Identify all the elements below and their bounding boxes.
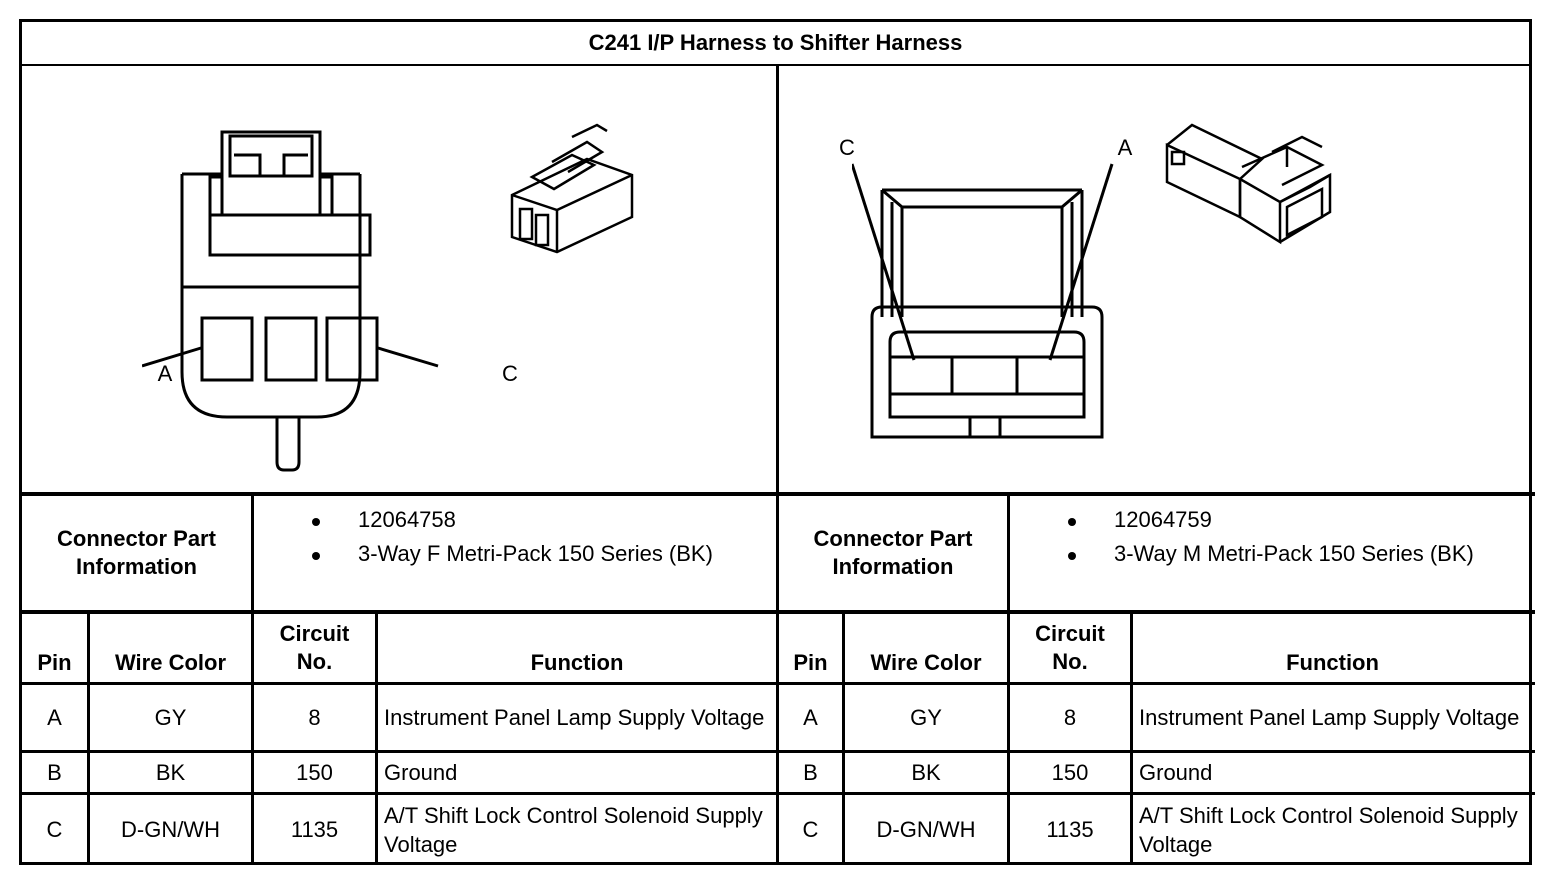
male-connector-face-drawing <box>852 163 1114 439</box>
table-row-a-function-left: Instrument Panel Lamp Supply Voltage <box>384 704 765 730</box>
table-row-a-wire-right: GY <box>910 704 942 730</box>
table-row-b-function-right: Ground <box>1139 759 1213 785</box>
part-number-right: 12064759 <box>1114 507 1212 532</box>
divider-row1 <box>22 750 1535 753</box>
header-pin-right: Pin <box>793 650 828 675</box>
divider-header <box>22 682 1535 685</box>
table-row-a-pin-right: A <box>803 704 818 730</box>
table-row-a-wire-left: GY <box>154 704 187 730</box>
part-info-list-right: 12064759 3-Way M Metri-Pack 150 Series (… <box>1010 496 1532 610</box>
part-description-right: 3-Way M Metri-Pack 150 Series (BK) <box>1114 541 1474 566</box>
connector-part-info-label-right: Connector Part Information <box>813 526 973 579</box>
divider-partinfo <box>22 610 1535 614</box>
table-row-a-circuit-left: 8 <box>308 704 321 730</box>
callout-a-right: A <box>1117 135 1133 160</box>
table-row-c-pin-right: C <box>802 817 819 842</box>
part-number-left: 12064758 <box>358 507 456 532</box>
table-row-a-pin-left: A <box>47 704 62 730</box>
connector-part-info-label-left: Connector Part Information <box>57 526 216 579</box>
female-connector-iso-drawing <box>510 123 634 254</box>
table-row-a-function-right: Instrument Panel Lamp Supply Voltage <box>1139 704 1520 730</box>
table-row-c-pin-left: C <box>46 817 63 842</box>
header-function-left: Function <box>530 650 624 675</box>
table-row-c-circuit-right: 1135 <box>1046 817 1094 842</box>
callout-a-left: A <box>157 361 173 386</box>
connector-table: C241 I/P Harness to Shifter Harness <box>19 19 1535 865</box>
table-row-c-function-left: A/T Shift Lock Control Solenoid Supply V… <box>384 803 763 857</box>
callout-c-right: C <box>839 135 855 160</box>
table-row-b-pin-left: B <box>47 759 62 785</box>
female-connector-face-drawing <box>142 130 439 472</box>
table-row-c-wire-left: D-GN/WH <box>121 817 220 842</box>
part-info-list-left: 12064758 3-Way F Metri-Pack 150 Series (… <box>254 496 776 610</box>
header-wire-left: Wire Color <box>114 650 227 675</box>
header-wire-right: Wire Color <box>870 650 982 675</box>
table-row-b-circuit-left: 150 <box>296 759 333 785</box>
table-row-b-pin-right: B <box>803 759 818 785</box>
part-description-left: 3-Way F Metri-Pack 150 Series (BK) <box>358 541 713 566</box>
table-row-b-function-left: Ground <box>384 759 458 785</box>
header-circuit-right: Circuit No. <box>1035 621 1105 674</box>
divider-row2 <box>22 792 1535 795</box>
divider-images <box>22 492 1535 496</box>
table-row-c-wire-right: D-GN/WH <box>876 817 976 842</box>
page-title: C241 I/P Harness to Shifter Harness <box>22 22 1529 66</box>
callout-c-left: C <box>502 361 518 386</box>
header-circuit-left: Circuit No. <box>279 621 350 674</box>
table-row-b-wire-right: BK <box>911 759 941 785</box>
male-connector-iso-drawing <box>1165 123 1332 245</box>
header-function-right: Function <box>1286 650 1379 675</box>
table-row-b-wire-left: BK <box>155 759 186 785</box>
header-pin-left: Pin <box>37 650 72 675</box>
table-row-c-function-right: A/T Shift Lock Control Solenoid Supply V… <box>1139 803 1518 857</box>
table-row-a-circuit-right: 8 <box>1063 704 1077 730</box>
table-row-c-circuit-left: 1135 <box>290 817 339 842</box>
table-row-b-circuit-right: 150 <box>1051 759 1089 785</box>
center-divider <box>776 66 779 865</box>
